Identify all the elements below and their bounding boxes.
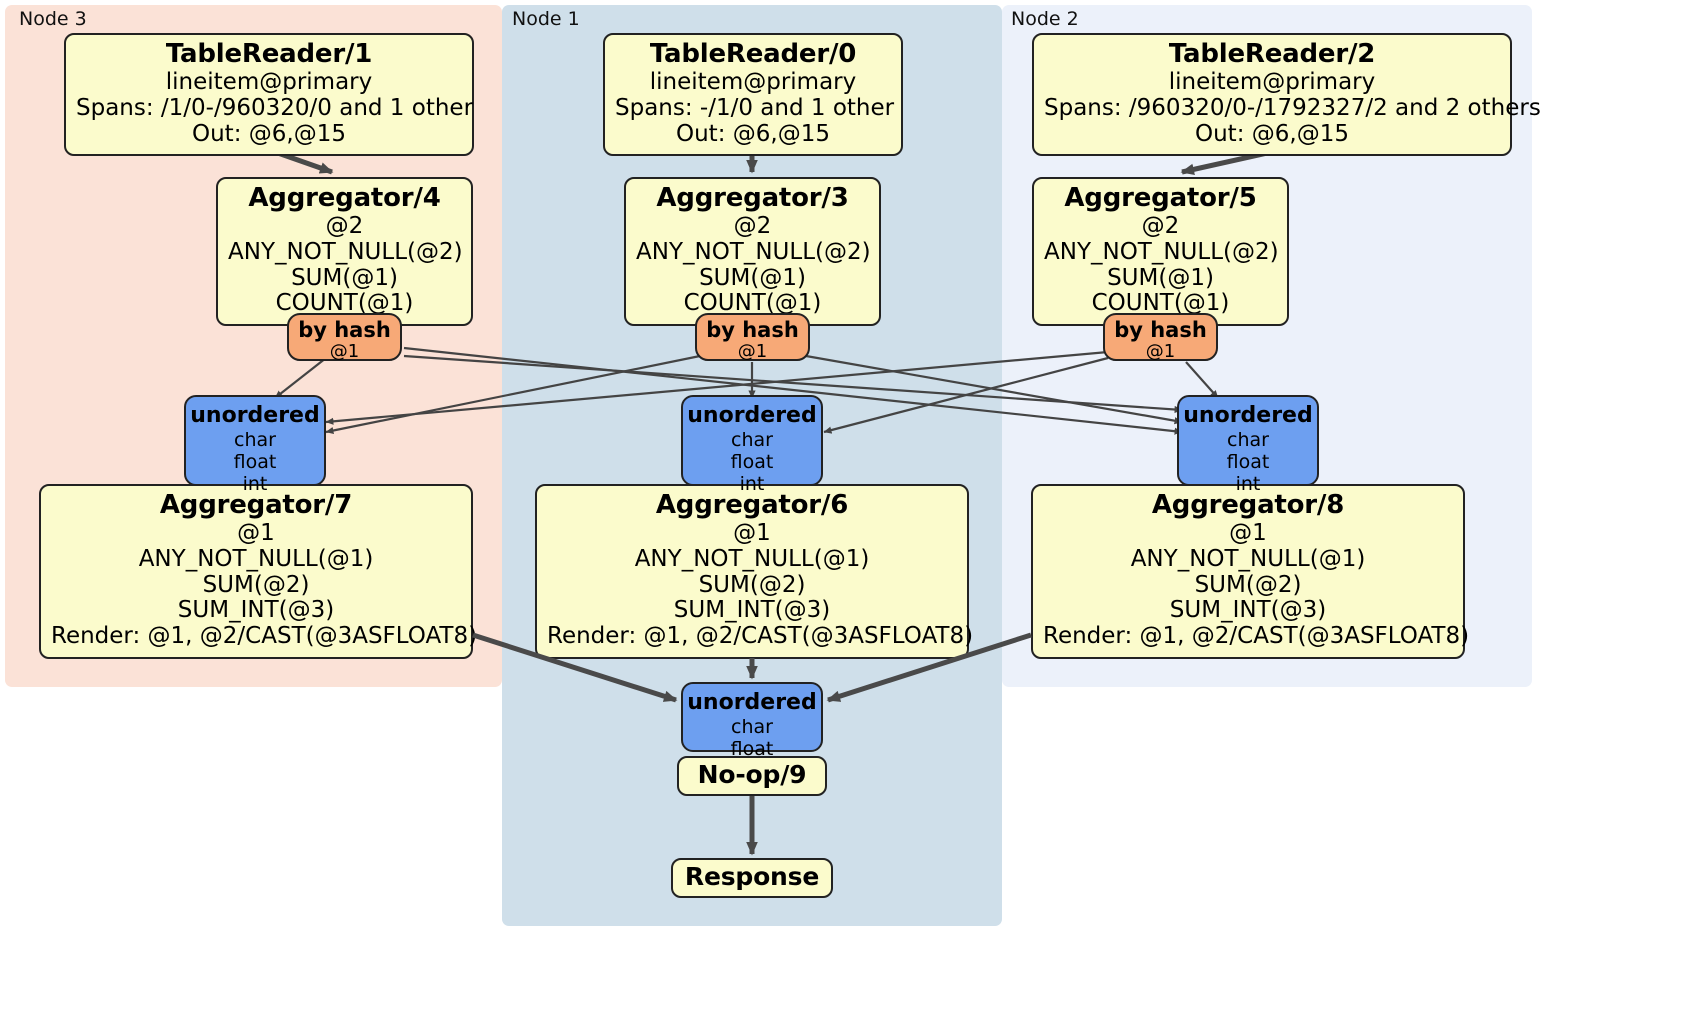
processor-line: SUM(@2): [698, 571, 806, 598]
processor-line: Render: @1, @2/CAST(@3ASFLOAT8): [547, 623, 974, 650]
processor-line: COUNT(@1): [275, 290, 414, 317]
receiver-unordered-right[interactable]: unordered char float int: [1177, 395, 1319, 495]
receiver-line: char: [731, 428, 773, 451]
processor-line: SUM_INT(@3): [673, 597, 831, 624]
router-title: by hash: [706, 318, 799, 342]
processor-line: @1: [237, 520, 275, 547]
processor-line: Render: @1, @2/CAST(@3ASFLOAT8): [1043, 623, 1470, 650]
processor-title: Aggregator/5: [1064, 183, 1257, 213]
processor-aggregator-7[interactable]: Aggregator/7 @1 ANY_NOT_NULL(@1) SUM(@2)…: [39, 484, 478, 659]
receiver-title: unordered: [687, 403, 817, 428]
processor-line: ANY_NOT_NULL(@1): [634, 545, 870, 572]
receiver-unordered-final[interactable]: unordered char float: [681, 682, 823, 760]
panel-label-node-1: Node 1: [512, 8, 580, 30]
processor-title: TableReader/0: [649, 39, 857, 69]
processor-aggregator-3[interactable]: Aggregator/3 @2 ANY_NOT_NULL(@2) SUM(@1)…: [624, 177, 881, 327]
processor-line: ANY_NOT_NULL(@2): [636, 238, 871, 265]
processor-line: ANY_NOT_NULL(@1): [1130, 545, 1366, 572]
processor-title: TableReader/2: [1168, 39, 1376, 69]
panel-label-node-3: Node 3: [19, 8, 87, 30]
processor-line: lineitem@primary: [649, 69, 857, 96]
processor-line: Spans: /1/0-/960320/0 and 1 other: [76, 94, 474, 121]
processor-response[interactable]: Response: [671, 858, 833, 898]
receiver-line: int: [1235, 472, 1261, 495]
receiver-line: float: [730, 737, 774, 760]
processor-line: Out: @6,@15: [192, 120, 346, 147]
processor-aggregator-6[interactable]: Aggregator/6 @1 ANY_NOT_NULL(@1) SUM(@2)…: [535, 484, 974, 659]
processor-line: lineitem@primary: [165, 69, 373, 96]
receiver-line: int: [739, 472, 765, 495]
receiver-line: float: [1226, 450, 1270, 473]
processor-aggregator-5[interactable]: Aggregator/5 @2 ANY_NOT_NULL(@2) SUM(@1)…: [1032, 177, 1289, 327]
processor-tablereader-1[interactable]: TableReader/1 lineitem@primary Spans: /1…: [64, 33, 474, 157]
processor-line: SUM(@2): [202, 571, 310, 598]
processor-line: COUNT(@1): [683, 290, 822, 317]
receiver-title: unordered: [190, 403, 320, 428]
processor-aggregator-8[interactable]: Aggregator/8 @1 ANY_NOT_NULL(@1) SUM(@2)…: [1031, 484, 1470, 659]
processor-line: Out: @6,@15: [1195, 120, 1349, 147]
processor-line: SUM(@1): [699, 264, 806, 291]
processor-line: @1: [1229, 520, 1267, 547]
receiver-unordered-left[interactable]: unordered char float int: [184, 395, 326, 495]
processor-tablereader-0[interactable]: TableReader/0 lineitem@primary Spans: -/…: [603, 33, 903, 157]
receiver-line: int: [242, 472, 268, 495]
processor-line: SUM(@2): [1194, 571, 1302, 598]
processor-line: @2: [1141, 213, 1180, 240]
router-by-hash-left[interactable]: by hash @1: [287, 313, 402, 361]
processor-line: Render: @1, @2/CAST(@3ASFLOAT8): [51, 623, 478, 650]
processor-line: @1: [733, 520, 771, 547]
processor-title: No-op/9: [697, 760, 807, 789]
router-by-hash-center[interactable]: by hash @1: [695, 313, 810, 361]
processor-title: Aggregator/4: [248, 183, 441, 213]
router-line: @1: [737, 341, 768, 363]
processor-line: ANY_NOT_NULL(@2): [1044, 238, 1279, 265]
receiver-line: float: [233, 450, 277, 473]
receiver-title: unordered: [687, 690, 817, 715]
processor-line: ANY_NOT_NULL(@2): [228, 238, 463, 265]
receiver-line: char: [1227, 428, 1269, 451]
processor-title: Aggregator/6: [655, 490, 849, 520]
router-line: @1: [1145, 341, 1176, 363]
panel-label-node-2: Node 2: [1011, 8, 1079, 30]
receiver-title: unordered: [1183, 403, 1313, 428]
processor-line: Out: @6,@15: [676, 120, 830, 147]
processor-title: Aggregator/3: [656, 183, 849, 213]
processor-line: SUM(@1): [291, 264, 398, 291]
processor-line: @2: [325, 213, 364, 240]
processor-line: Spans: /960320/0-/1792327/2 and 2 others: [1044, 94, 1541, 121]
processor-aggregator-4[interactable]: Aggregator/4 @2 ANY_NOT_NULL(@2) SUM(@1)…: [216, 177, 473, 327]
processor-line: SUM_INT(@3): [1169, 597, 1327, 624]
router-title: by hash: [298, 318, 391, 342]
processor-line: Spans: -/1/0 and 1 other: [615, 94, 895, 121]
processor-line: @2: [733, 213, 772, 240]
receiver-line: char: [731, 715, 773, 738]
processor-line: lineitem@primary: [1168, 69, 1376, 96]
processor-title: Response: [684, 862, 820, 891]
processor-line: ANY_NOT_NULL(@1): [138, 545, 374, 572]
receiver-line: float: [730, 450, 774, 473]
processor-title: Aggregator/7: [159, 490, 353, 520]
processor-title: TableReader/1: [165, 39, 373, 69]
processor-title: Aggregator/8: [1151, 490, 1345, 520]
processor-line: SUM(@1): [1107, 264, 1214, 291]
processor-line: SUM_INT(@3): [177, 597, 335, 624]
receiver-unordered-center[interactable]: unordered char float int: [681, 395, 823, 495]
router-title: by hash: [1114, 318, 1207, 342]
receiver-line: char: [234, 428, 276, 451]
processor-line: COUNT(@1): [1091, 290, 1230, 317]
processor-tablereader-2[interactable]: TableReader/2 lineitem@primary Spans: /9…: [1032, 33, 1541, 157]
router-by-hash-right[interactable]: by hash @1: [1103, 313, 1218, 361]
router-line: @1: [329, 341, 360, 363]
processor-noop-9[interactable]: No-op/9: [677, 756, 827, 796]
